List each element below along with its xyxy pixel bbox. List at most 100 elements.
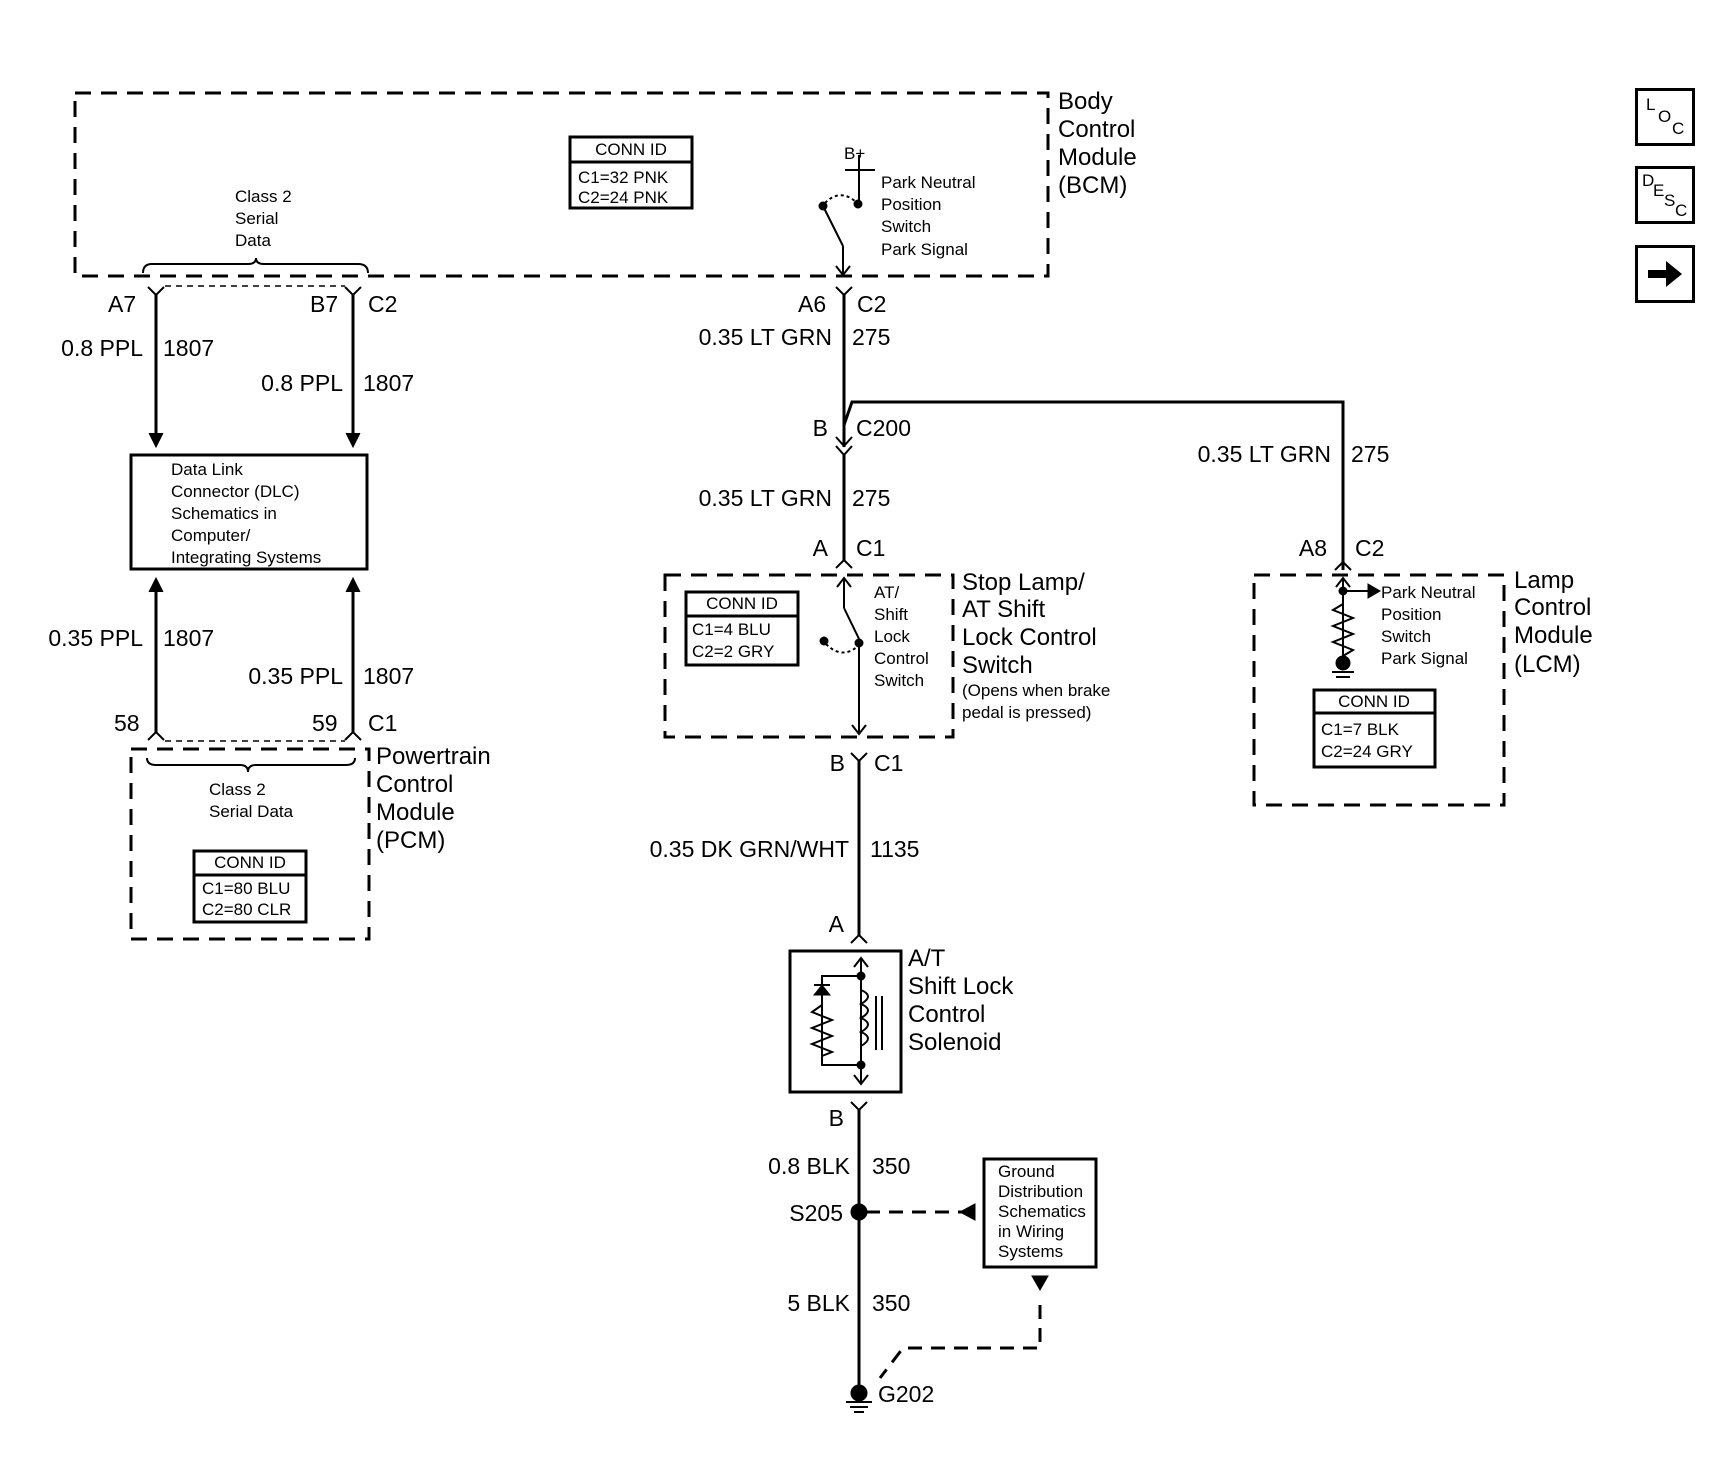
ground-dist-2: Distribution <box>998 1182 1083 1201</box>
w6-gauge: 0.35 LT GRN <box>699 485 832 511</box>
lcm-conn-box <box>1312 688 1437 769</box>
pin-a6: A6 <box>798 291 826 317</box>
bcm-bplus: B+ <box>844 144 865 163</box>
bcm-name-1: Body <box>1058 88 1113 115</box>
bcm-outline <box>73 91 1050 278</box>
bcm-name-4: (BCM) <box>1058 172 1127 199</box>
solenoid-bottom-pin: B <box>829 1105 844 1131</box>
dlc-line-1: Data Link <box>171 460 243 479</box>
dlc-line-3: Schematics in <box>171 504 277 523</box>
lcm-pin: A8 <box>1299 535 1327 561</box>
desc-letter-d: D <box>1642 171 1655 190</box>
stoplamp-switch-5: Switch <box>874 671 924 690</box>
lcm-name-4: (LCM) <box>1514 651 1581 678</box>
bcm-class2-3: Data <box>235 231 271 250</box>
pcm-conn-box <box>192 849 308 924</box>
w5-gauge: 0.35 LT GRN <box>699 324 832 350</box>
ground-dist-1: Ground <box>998 1162 1055 1181</box>
pcm-class2-2: Serial Data <box>209 802 294 821</box>
stoplamp-outline <box>663 573 955 739</box>
lcm-conn-title: CONN ID <box>1338 692 1410 711</box>
stoplamp-switch-4: Control <box>874 649 929 668</box>
w8-gauge: 0.35 DK GRN/WHT <box>650 836 849 862</box>
w4-circuit: 1807 <box>363 663 414 689</box>
stoplamp-conn-c1: C1=4 BLU <box>692 620 771 639</box>
bcm-class2-bracket <box>142 257 369 274</box>
stoplamp-top-conn: C1 <box>856 535 885 561</box>
desc-letter-s: S <box>1664 191 1676 210</box>
pin-b7: B7 <box>310 291 338 317</box>
stoplamp-conn-title: CONN ID <box>706 594 778 613</box>
dlc-line-5: Integrating Systems <box>171 548 321 567</box>
ground-dist-5: Systems <box>998 1242 1063 1261</box>
w2-gauge: 0.8 PPL <box>261 370 343 396</box>
solenoid-name-1: A/T <box>908 945 946 972</box>
dlc-line-2: Connector (DLC) <box>171 482 300 501</box>
pin-b7-terminal <box>344 286 362 297</box>
pcm-conn-c2: C2=80 CLR <box>202 900 291 919</box>
loc-button[interactable]: L O C <box>1635 88 1695 146</box>
pcm-class2-bracket <box>146 757 356 773</box>
lcm-switch-1: Park Neutral <box>1381 583 1475 602</box>
stoplamp-name-2: AT Shift <box>962 596 1045 623</box>
lcm-switch-2: Position <box>1381 605 1441 624</box>
dlc-box <box>129 453 369 571</box>
pcm-outline <box>129 747 371 941</box>
solenoid-top-pin: A <box>829 911 845 937</box>
pcm-c1: C1 <box>368 710 397 736</box>
lcm-conn-c2: C2=24 GRY <box>1321 742 1413 761</box>
bcm-switch-3: Switch <box>881 217 931 236</box>
loc-letter-l: L <box>1646 95 1656 114</box>
ground-label: G202 <box>878 1381 934 1407</box>
stoplamp-name-4: Switch <box>962 652 1033 679</box>
stoplamp-top-pin: A <box>813 535 829 561</box>
ground-dist-3: Schematics <box>998 1202 1086 1221</box>
lcm-name-3: Module <box>1514 622 1593 649</box>
pcm-name-1: Powertrain <box>376 743 491 770</box>
solenoid-box <box>788 949 903 1094</box>
wire-275-branch <box>842 400 1345 570</box>
desc-letter-c: C <box>1675 201 1688 220</box>
w3-circuit: 1807 <box>163 625 214 651</box>
stoplamp-switch-2: Shift <box>874 605 908 624</box>
stoplamp-bottom-conn: C1 <box>874 750 903 776</box>
ground-dist-4: in Wiring <box>998 1222 1064 1241</box>
dlc-line-4: Computer/ <box>171 526 251 545</box>
stoplamp-name-1: Stop Lamp/ <box>962 569 1085 596</box>
lcm-name-1: Lamp <box>1514 567 1574 594</box>
pin-c2-left: C2 <box>368 291 397 317</box>
pin-a7-terminal <box>147 286 165 297</box>
next-button[interactable] <box>1635 245 1695 303</box>
c200-name: C200 <box>856 415 911 441</box>
bcm-name-2: Control <box>1058 116 1135 143</box>
w9-circuit: 350 <box>872 1153 910 1179</box>
c200-pin: B <box>813 415 828 441</box>
desc-button[interactable]: D E S C <box>1635 166 1695 224</box>
w7-circuit: 275 <box>1351 441 1389 467</box>
stoplamp-bottom-pin: B <box>830 750 845 776</box>
splice-label: S205 <box>789 1200 843 1226</box>
bcm-switch-1: Park Neutral <box>881 173 975 192</box>
lcm-name-2: Control <box>1514 594 1591 621</box>
desc-letter-e: E <box>1653 181 1665 200</box>
pin-a7: A7 <box>108 291 136 317</box>
stoplamp-name-3: Lock Control <box>962 624 1097 651</box>
bcm-class2-1: Class 2 <box>235 187 292 206</box>
w10-circuit: 350 <box>872 1290 910 1316</box>
bcm-conn-title: CONN ID <box>595 140 667 159</box>
stoplamp-note-2: pedal is pressed) <box>962 703 1091 722</box>
bcm-conn-c2: C2=24 PNK <box>578 188 669 207</box>
pcm-name-4: (PCM) <box>376 827 445 854</box>
w5-circuit: 275 <box>852 324 890 350</box>
arrow-right-icon <box>1648 261 1682 287</box>
stoplamp-note-1: (Opens when brake <box>962 681 1110 700</box>
lcm-conn-label: C2 <box>1355 535 1384 561</box>
ground-distribution-box <box>982 1157 1098 1269</box>
lcm-switch-3: Switch <box>1381 627 1431 646</box>
stoplamp-switch-3: Lock <box>874 627 910 646</box>
bcm-switch-2: Position <box>881 195 941 214</box>
ground-g202 <box>850 1384 868 1402</box>
stoplamp-conn-c2: C2=2 GRY <box>692 642 774 661</box>
lcm-switch-4: Park Signal <box>1381 649 1468 668</box>
